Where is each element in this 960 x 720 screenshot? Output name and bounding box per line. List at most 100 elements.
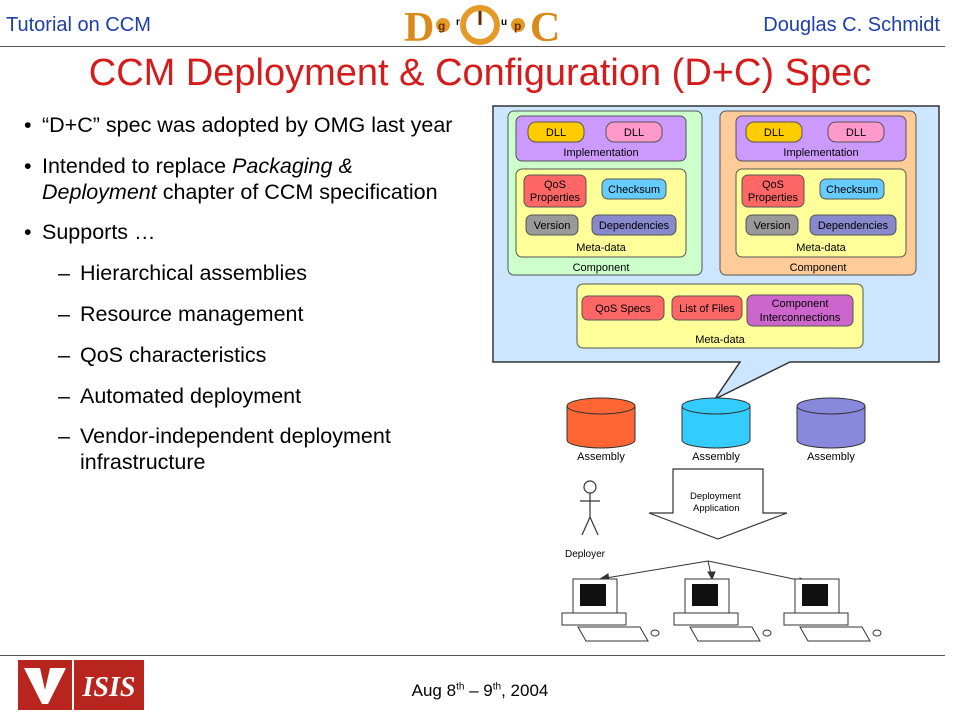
interconnections-line2: Interconnections	[760, 312, 841, 324]
keyboard	[689, 626, 761, 642]
dependencies-box	[809, 214, 897, 236]
deployment-application-arrow	[648, 468, 788, 540]
mouse	[762, 629, 772, 637]
vanderbilt-isis-logo: ISIS	[18, 660, 144, 710]
assembly-2: Assembly	[681, 397, 751, 463]
header-author: Douglas C. Schmidt	[763, 14, 940, 36]
date-superscript: th	[456, 681, 465, 693]
svg-text:p: p	[514, 19, 521, 33]
computer-case	[561, 612, 627, 626]
vanderbilt-v-mark	[24, 668, 66, 704]
bullet-item: “D+C” spec was adopted by OMG last year	[22, 113, 472, 139]
svg-text:r: r	[456, 17, 460, 28]
metadata-label: Meta-data	[796, 242, 846, 254]
version-label: Version	[534, 220, 571, 232]
mouse	[872, 629, 882, 637]
cylinder-top	[566, 397, 636, 415]
version-box	[525, 214, 579, 236]
computer-case	[783, 612, 849, 626]
dll-label: DLL	[764, 127, 784, 139]
assembly-label: Assembly	[692, 451, 740, 463]
date-text: Aug 8	[411, 681, 457, 700]
qos-specs-box	[581, 295, 665, 321]
header-divider	[0, 46, 945, 47]
bullet-item: Supports …	[22, 220, 472, 246]
dll-label: DLL	[846, 127, 866, 139]
qos-properties-line2: Properties	[530, 192, 581, 204]
dll-label: DLL	[624, 127, 644, 139]
deployer-label: Deployer	[565, 549, 606, 560]
deployer-leg	[589, 516, 599, 536]
sub-bullet-item: Vendor-independent deployment infrastruc…	[22, 424, 472, 476]
component-package-2: DLL DLL Implementation QoS Properties Ch…	[719, 110, 917, 276]
footer-divider	[0, 655, 945, 656]
dll-box	[605, 121, 663, 143]
deployment-app-line1: Deployment	[690, 491, 741, 502]
dll-box	[527, 121, 585, 143]
qos-properties-box	[523, 174, 587, 208]
svg-text:u: u	[501, 17, 507, 28]
keyboard	[577, 626, 649, 642]
deployment-app-line2: Application	[693, 503, 739, 514]
computer-3	[783, 578, 882, 642]
deployer-head	[583, 480, 597, 494]
metadata-label: Meta-data	[576, 242, 626, 254]
bullet-text-emphasis: Packaging & Deployment	[42, 153, 353, 204]
deployment-diagram: DLL DLL Implementation QoS Properties Ch…	[492, 105, 940, 642]
cylinder-body	[566, 406, 636, 449]
footer-date: Aug 8th – 9th, 2004	[0, 681, 960, 701]
qos-properties-line1: QoS	[762, 179, 784, 191]
bullet-text: Intended to replace	[42, 153, 233, 178]
doc-group-logo: D g r u p C	[400, 5, 562, 47]
list-of-files-label: List of Files	[679, 303, 735, 315]
isis-logo-text: ISIS	[82, 672, 136, 703]
sub-bullet-item: Hierarchical assemblies	[22, 261, 472, 287]
deployer-leg	[581, 516, 591, 536]
cylinder-top	[796, 397, 866, 415]
dependencies-box	[591, 214, 677, 236]
date-superscript: th	[492, 681, 502, 693]
bullet-text: chapter of CCM specification	[156, 179, 438, 204]
checksum-box	[601, 178, 667, 200]
svg-text:D: D	[404, 5, 434, 47]
svg-text:g: g	[438, 19, 445, 33]
arrow-line	[707, 560, 809, 583]
bullet-text: Hierarchical assemblies	[80, 261, 308, 286]
assembly-metadata: QoS Specs List of Files Component Interc…	[576, 283, 864, 349]
implementation-label: Implementation	[783, 147, 858, 159]
mouse	[650, 629, 660, 637]
dll-box	[745, 121, 803, 143]
version-box	[745, 214, 799, 236]
isis-logo-block	[74, 660, 144, 710]
computer-1	[561, 578, 660, 642]
component-interconnections-box	[746, 294, 854, 327]
bullet-text: Resource management	[80, 301, 304, 326]
computer-2	[673, 578, 772, 642]
monitor-screen	[580, 584, 606, 606]
date-text: , 2004	[501, 681, 549, 700]
version-label: Version	[754, 220, 791, 232]
arrow-head	[707, 571, 716, 581]
slide-title: CCM Deployment & Configuration (D+C) Spe…	[88, 52, 872, 94]
dll-box	[827, 121, 885, 143]
qos-properties-line2: Properties	[748, 192, 799, 204]
header-left-title: Tutorial on CCM	[6, 14, 151, 36]
keyboard	[799, 626, 871, 642]
date-text: – 9	[464, 681, 493, 700]
bullet-text: Vendor-independent deployment infrastruc…	[80, 424, 391, 475]
svg-text:C: C	[530, 5, 560, 47]
cylinder-body	[796, 406, 866, 449]
checksum-label: Checksum	[826, 184, 878, 196]
computer-case	[673, 612, 739, 626]
list-of-files-box	[671, 295, 743, 321]
monitor-screen	[802, 584, 828, 606]
dependencies-label: Dependencies	[599, 220, 670, 232]
cylinder-top	[681, 397, 751, 415]
implementation-label: Implementation	[563, 147, 638, 159]
assembly-3: Assembly	[796, 397, 866, 463]
qos-properties-box	[741, 174, 805, 208]
arrow-line	[599, 560, 709, 580]
bullet-text: QoS characteristics	[80, 342, 267, 367]
assembly-1: Assembly	[566, 397, 636, 463]
sub-bullet-item: Automated deployment	[22, 384, 472, 410]
